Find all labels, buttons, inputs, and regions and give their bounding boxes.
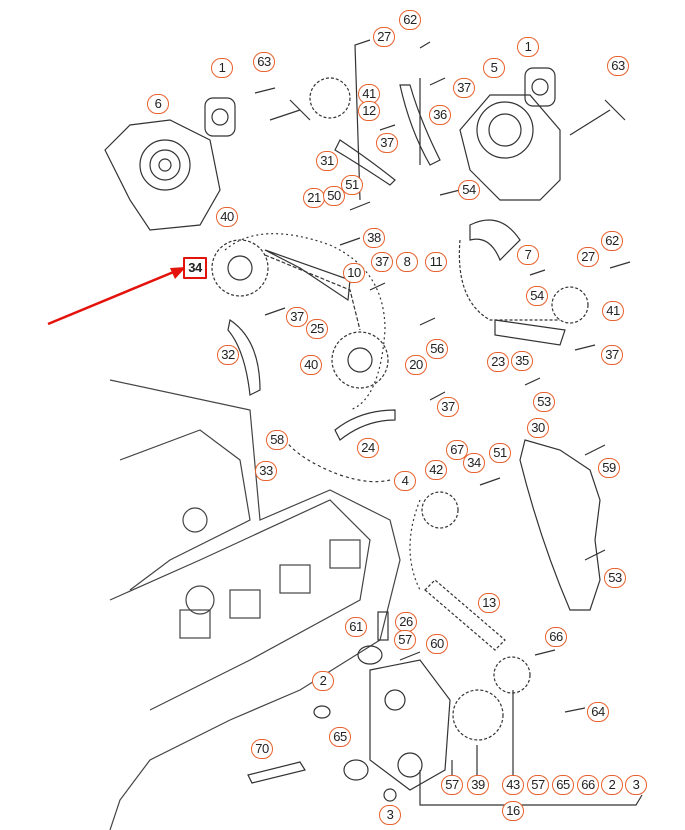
callout-3[interactable]: 3 [625,775,647,795]
callout-23[interactable]: 23 [487,352,509,372]
callout-63[interactable]: 63 [253,52,275,72]
callout-2[interactable]: 2 [312,671,334,691]
callout-57[interactable]: 57 [441,775,463,795]
callout-40[interactable]: 40 [300,355,322,375]
callout-62[interactable]: 62 [399,10,421,30]
timing-chains [224,84,566,651]
callout-3[interactable]: 3 [379,805,401,825]
callout-43[interactable]: 43 [502,775,524,795]
callout-5[interactable]: 5 [483,58,505,78]
callout-64[interactable]: 64 [587,702,609,722]
sprockets [211,77,589,741]
callout-4[interactable]: 4 [394,471,416,491]
callout-66[interactable]: 66 [577,775,599,795]
callout-42[interactable]: 42 [425,460,447,480]
callout-13[interactable]: 13 [478,593,500,613]
callout-39[interactable]: 39 [467,775,489,795]
callout-65[interactable]: 65 [329,727,351,747]
callout-41[interactable]: 41 [358,84,380,104]
callout-59[interactable]: 59 [598,458,620,478]
bolts [254,41,631,713]
callout-36[interactable]: 36 [429,105,451,125]
callout-54[interactable]: 54 [458,180,480,200]
camshaft-adjuster-right [459,67,626,201]
callout-41[interactable]: 41 [602,301,624,321]
leader-lines [354,39,643,813]
callout-35[interactable]: 35 [511,351,533,371]
chain-tensioner [519,439,601,611]
camshaft-adjuster-left [104,97,311,231]
callout-6[interactable]: 6 [147,94,169,114]
callout-10[interactable]: 10 [343,263,365,283]
callout-32[interactable]: 32 [217,345,239,365]
callout-56[interactable]: 56 [426,339,448,359]
callout-57[interactable]: 57 [394,630,416,650]
callout-21[interactable]: 21 [303,188,325,208]
callout-37[interactable]: 37 [453,78,475,98]
callout-31[interactable]: 31 [316,151,338,171]
callout-67[interactable]: 67 [446,440,468,460]
callout-37[interactable]: 37 [601,345,623,365]
callout-12[interactable]: 12 [358,101,380,121]
callout-24[interactable]: 24 [357,438,379,458]
callout-70[interactable]: 70 [251,739,273,759]
callout-34[interactable]: 34 [463,453,485,473]
callout-51[interactable]: 51 [489,443,511,463]
callout-2[interactable]: 2 [601,775,623,795]
callout-57[interactable]: 57 [527,775,549,795]
callout-16[interactable]: 16 [502,801,524,821]
callout-53[interactable]: 53 [604,568,626,588]
engine-block [109,379,401,830]
callout-30[interactable]: 30 [527,418,549,438]
callout-66[interactable]: 66 [545,627,567,647]
callout-1[interactable]: 1 [211,58,233,78]
callout-20[interactable]: 20 [405,355,427,375]
callout-37[interactable]: 37 [376,133,398,153]
callout-26[interactable]: 26 [395,612,417,632]
callout-11[interactable]: 11 [425,252,447,272]
callout-34-highlighted[interactable]: 34 [183,257,207,279]
oil-pump-assembly [247,611,451,802]
callout-60[interactable]: 60 [426,634,448,654]
callout-8[interactable]: 8 [396,252,418,272]
highlight-arrow [47,267,186,326]
callout-40[interactable]: 40 [216,207,238,227]
callout-53[interactable]: 53 [533,392,555,412]
callout-61[interactable]: 61 [345,617,367,637]
callout-27[interactable]: 27 [373,27,395,47]
callout-1[interactable]: 1 [517,37,539,57]
callout-63[interactable]: 63 [607,56,629,76]
callout-7[interactable]: 7 [517,245,539,265]
callout-27[interactable]: 27 [577,247,599,267]
callout-50[interactable]: 50 [323,186,345,206]
callout-38[interactable]: 38 [363,228,385,248]
callout-33[interactable]: 33 [255,461,277,481]
callout-51[interactable]: 51 [341,175,363,195]
callout-37[interactable]: 37 [286,307,308,327]
callout-65[interactable]: 65 [552,775,574,795]
callout-37[interactable]: 37 [437,397,459,417]
callout-37[interactable]: 37 [371,252,393,272]
callout-25[interactable]: 25 [306,319,328,339]
callout-54[interactable]: 54 [526,286,548,306]
callout-58[interactable]: 58 [266,430,288,450]
callout-62[interactable]: 62 [601,231,623,251]
